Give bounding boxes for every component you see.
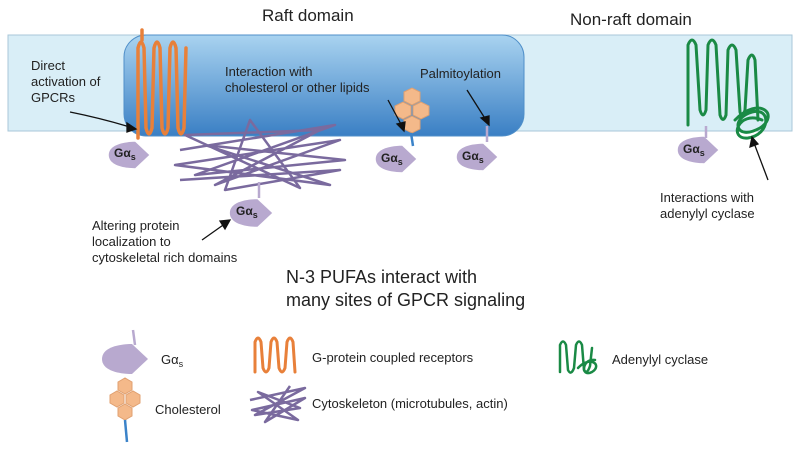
legend-gpcr-label: G-protein coupled receptors	[312, 350, 474, 365]
galpha-label-2: Gαs	[381, 151, 403, 167]
galpha-label-4: Gαs	[236, 204, 258, 220]
legend-cytoskeleton-label: Cytoskeleton (microtubules, actin)	[312, 396, 508, 411]
label-interaction-lipids: Interaction with cholesterol or other li…	[225, 64, 370, 95]
galpha-label-3: Gαs	[462, 149, 484, 165]
legend-galpha-icon	[102, 344, 148, 374]
galpha-label-1: Gαs	[114, 146, 136, 162]
legend-cholesterol-label: Cholesterol	[155, 402, 221, 417]
galpha-label-5: Gαs	[683, 142, 705, 158]
annotation-arrows	[69, 89, 769, 241]
legend-cytoskeleton-icon	[249, 385, 307, 424]
cholesterol-membrane	[394, 87, 430, 147]
adenylyl-cyclase	[686, 38, 770, 140]
legend-adenylyl-label: Adenylyl cyclase	[612, 352, 709, 367]
cytoskeleton-tangle	[173, 118, 347, 192]
legend-adenylyl-icon	[558, 340, 598, 375]
label-altering-localization: Altering protein localization to cytoske…	[92, 218, 238, 265]
label-adenylyl-interactions: Interactions with adenylyl cyclase	[660, 190, 755, 221]
label-direct-activation: Direct activation of GPCRs	[31, 58, 101, 105]
diagram-caption: N-3 PUFAs interact with many sites of GP…	[286, 267, 526, 310]
legend-cholesterol-icon	[109, 377, 141, 443]
legend-galpha-label: Gαs	[161, 352, 184, 369]
raft-domain-header: Raft domain	[262, 6, 354, 25]
gpcr-receptor	[136, 28, 188, 140]
nonraft-domain-header: Non-raft domain	[570, 10, 692, 29]
legend-gpcr-icon	[253, 336, 297, 374]
label-palmitoylation: Palmitoylation	[420, 66, 501, 81]
